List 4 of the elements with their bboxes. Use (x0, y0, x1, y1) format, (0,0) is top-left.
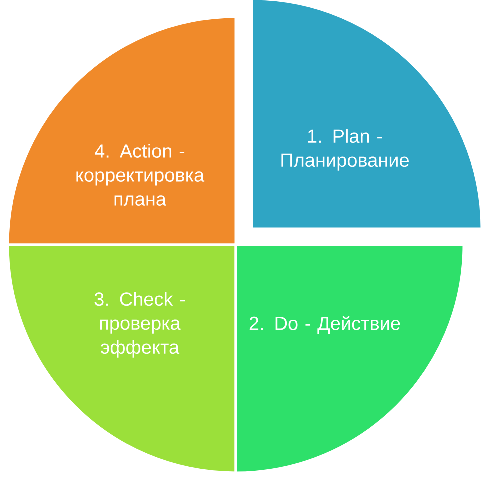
pie-segment: 2. Do - Действие (234, 244, 466, 474)
pie-segment: 4. Action - корректировка плана (6, 16, 238, 246)
pie-segment: 3. Check - проверка эффекта (6, 244, 238, 474)
pie-segment: 1. Plan - Планирование (250, 0, 484, 230)
